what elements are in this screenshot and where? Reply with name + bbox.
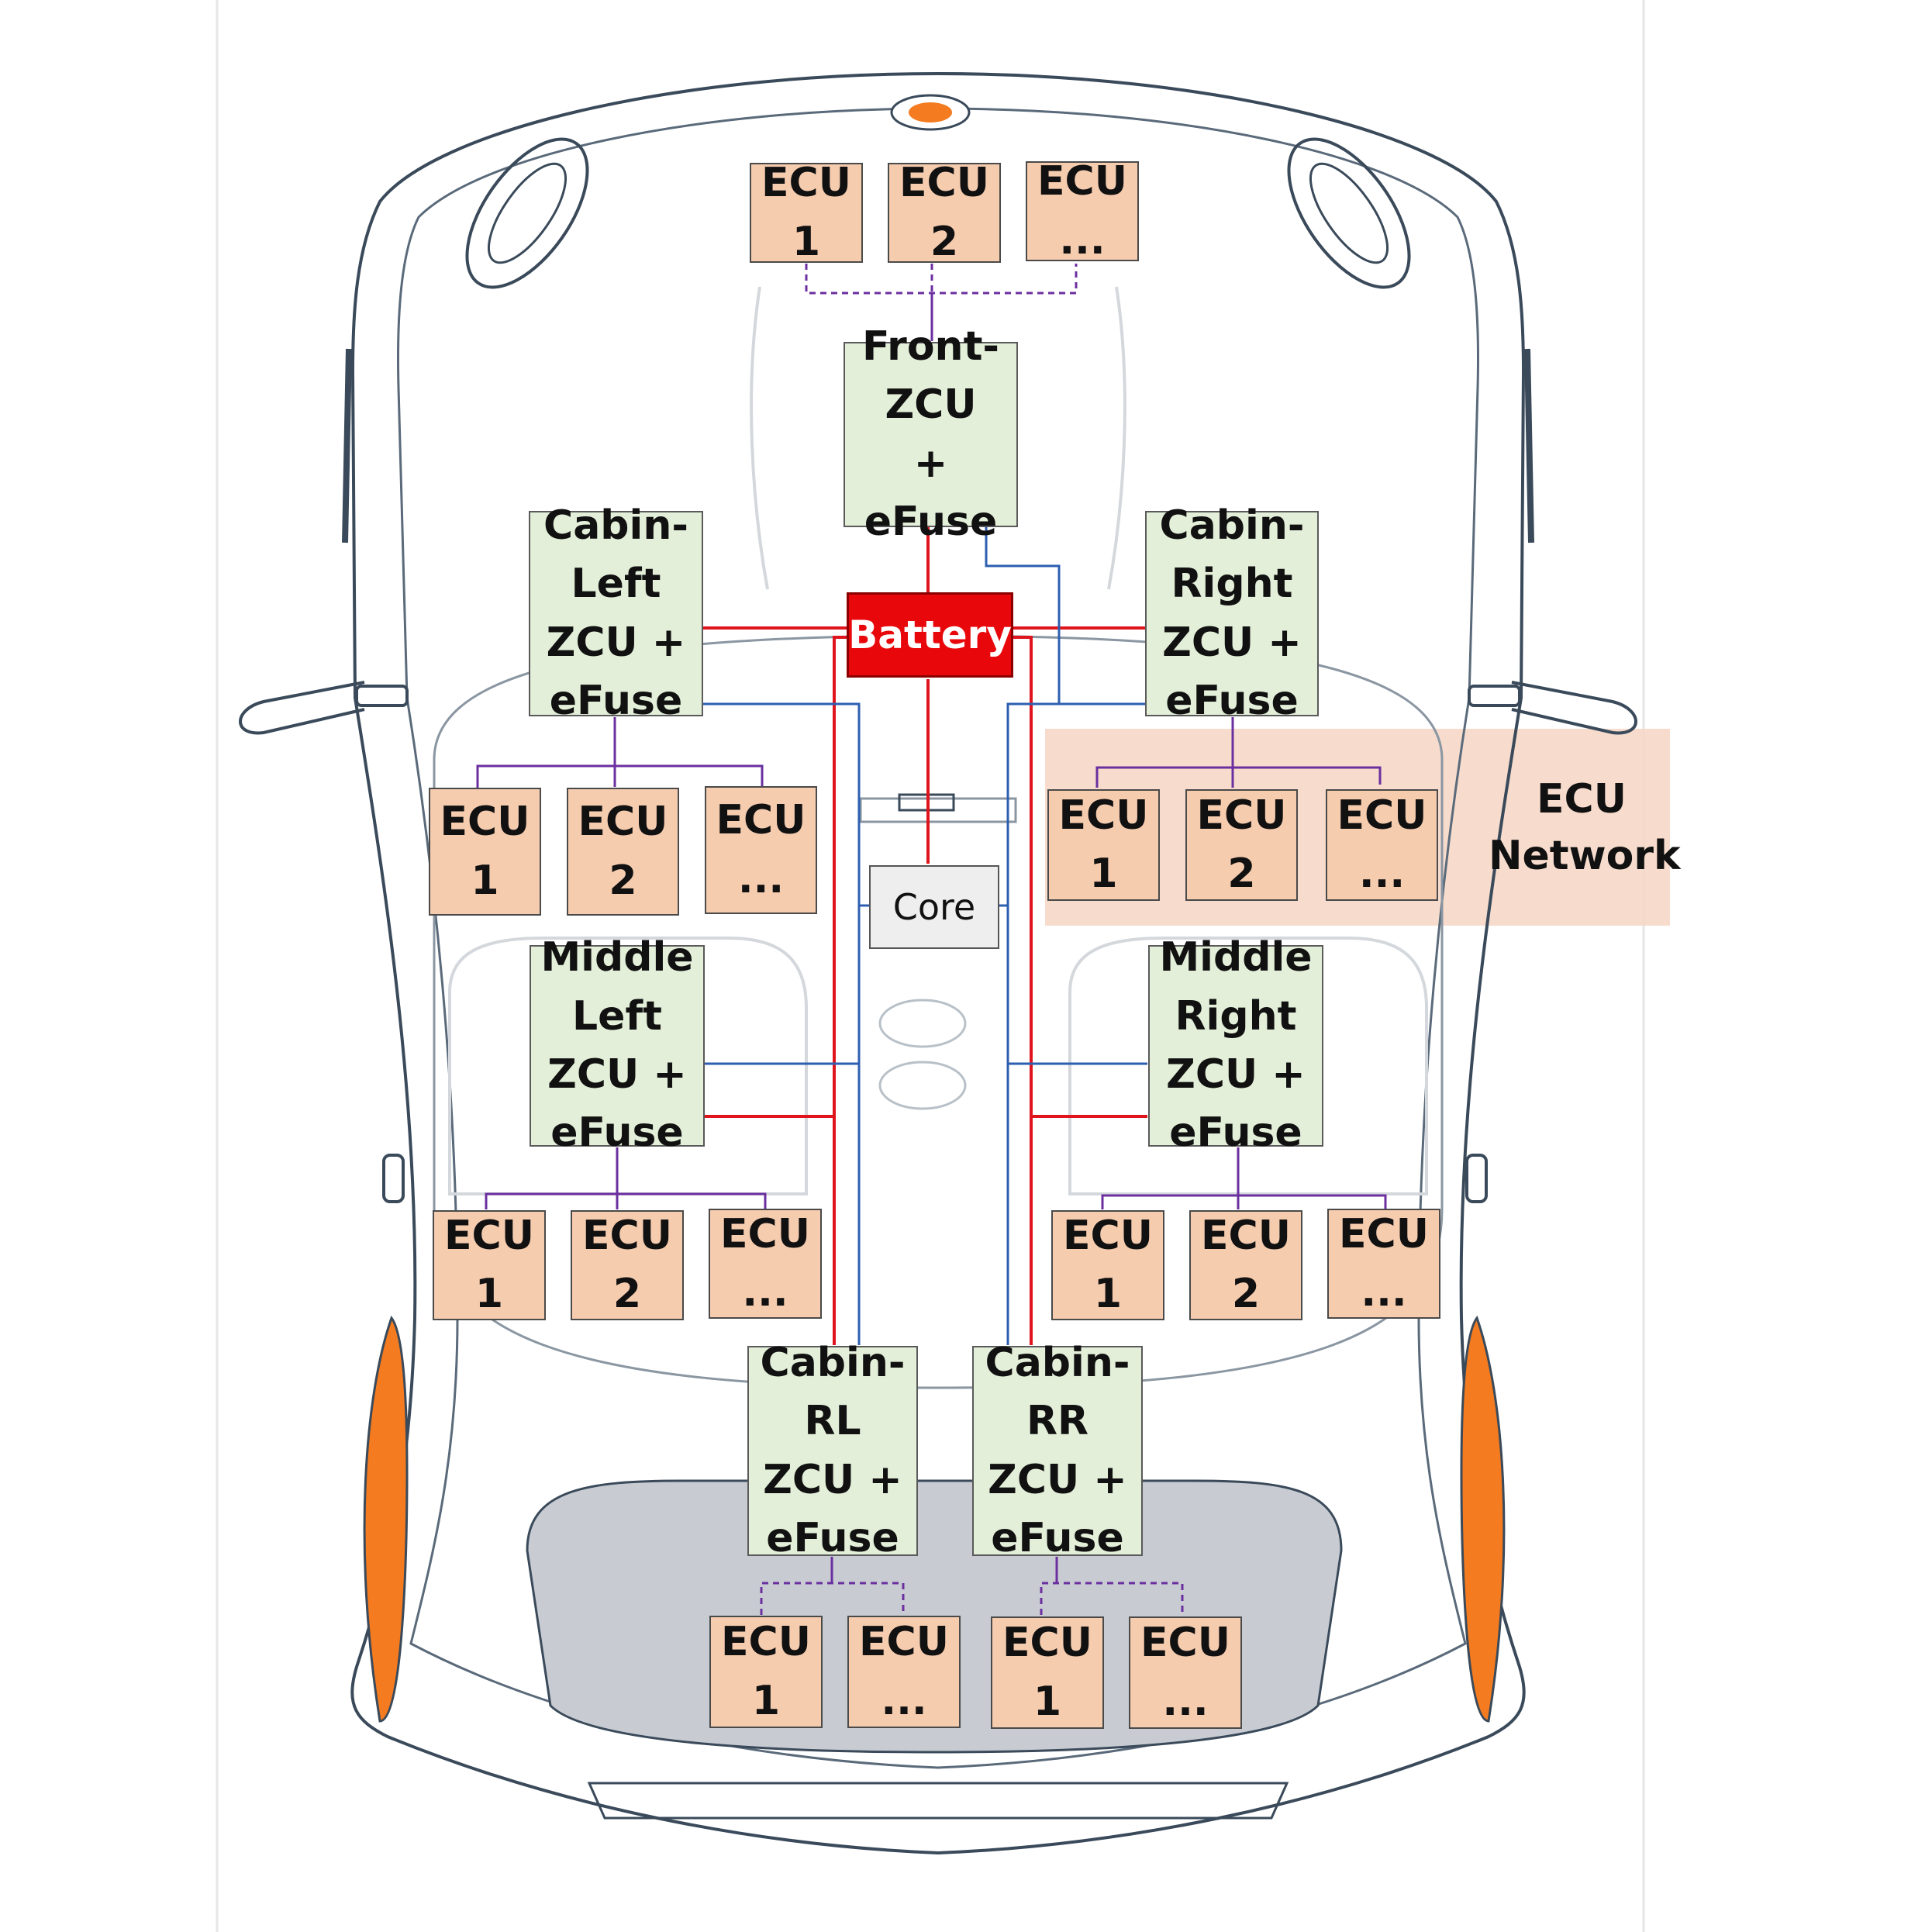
middle-right-zcu: Middle Right ZCU + eFuse <box>1148 934 1323 1156</box>
cabin-right-zcu: Cabin- Right ZCU + eFuse <box>1145 502 1319 724</box>
cabin-right-ecu-1: ECU 1 <box>1047 789 1160 901</box>
middle-left-ecu-2: ECU 2 <box>571 1210 684 1320</box>
cabin-right-ecu-more: ECU ... <box>1326 789 1438 901</box>
middle-right-ecu-2: ECU 2 <box>1189 1210 1302 1320</box>
middle-left-zcu: Middle Left ZCU + eFuse <box>530 934 705 1156</box>
cabin-left-ecu-2: ECU 2 <box>567 788 679 916</box>
front-zcu: Front- ZCU + eFuse <box>844 323 1018 545</box>
ecu-network-label: ECU Network <box>1489 776 1681 879</box>
data-network <box>703 527 1147 1345</box>
front-ecu-2: ECU 2 <box>888 160 1001 265</box>
cabin-rl-zcu: Cabin- RL ZCU + eFuse <box>747 1340 918 1561</box>
cabin-right-ecu-2: ECU 2 <box>1185 789 1298 901</box>
rear-right-light <box>1460 1315 1506 1723</box>
cabin-left-ecu-more: ECU ... <box>705 786 817 914</box>
cabin-rr-ecu-1: ECU 1 <box>991 1616 1104 1729</box>
cabin-rl-ecu-1: ECU 1 <box>709 1616 823 1728</box>
cabin-left-ecu-1: ECU 1 <box>429 788 541 916</box>
front-ecu-more: ECU ... <box>1026 158 1139 264</box>
core-controller: Core <box>869 865 999 949</box>
middle-left-ecu-more: ECU ... <box>709 1209 822 1319</box>
cabin-rl-ecu-more: ECU ... <box>847 1616 961 1728</box>
middle-right-ecu-1: ECU 1 <box>1051 1210 1164 1320</box>
cabin-rr-ecu-more: ECU ... <box>1129 1616 1242 1729</box>
ecu-links <box>476 264 1387 1615</box>
front-sensor-light <box>909 102 952 122</box>
middle-left-ecu-1: ECU 1 <box>433 1210 546 1320</box>
battery: Battery <box>847 592 1013 678</box>
middle-right-ecu-more: ECU ... <box>1327 1209 1440 1319</box>
front-ecu-1: ECU 1 <box>750 160 863 265</box>
cabin-rr-zcu: Cabin- RR ZCU + eFuse <box>972 1340 1143 1561</box>
rear-left-light <box>363 1315 409 1723</box>
cabin-left-zcu: Cabin- Left ZCU + eFuse <box>529 502 703 724</box>
car-outline <box>239 71 1637 1855</box>
power-wiring <box>703 527 1147 1345</box>
